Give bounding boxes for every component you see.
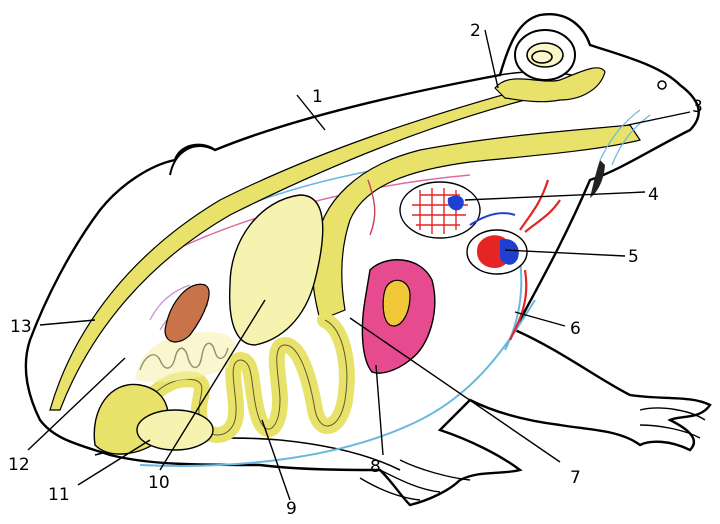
bladder xyxy=(137,410,213,450)
leader-3 xyxy=(628,112,690,125)
label-12: 12 xyxy=(8,455,30,475)
label-9: 9 xyxy=(286,499,297,519)
label-2: 2 xyxy=(470,21,481,41)
label-4: 4 xyxy=(648,185,659,205)
nostril xyxy=(658,81,666,89)
vessel-to-leg xyxy=(505,260,521,350)
leader-8 xyxy=(376,365,383,455)
label-3: 3 xyxy=(692,97,703,117)
back-bump xyxy=(170,146,215,175)
label-5: 5 xyxy=(628,247,639,267)
label-6: 6 xyxy=(570,319,581,339)
label-13: 13 xyxy=(10,317,32,337)
label-11: 11 xyxy=(48,485,70,505)
label-7: 7 xyxy=(570,468,581,488)
leader-4 xyxy=(465,192,645,200)
label-1: 1 xyxy=(312,87,323,107)
leader-2 xyxy=(485,30,498,88)
front-leg-toes xyxy=(640,408,705,438)
label-10: 10 xyxy=(148,473,170,493)
lung xyxy=(230,195,323,345)
lung-net xyxy=(400,182,480,238)
label-8: 8 xyxy=(370,457,381,477)
leader-13 xyxy=(40,320,95,325)
